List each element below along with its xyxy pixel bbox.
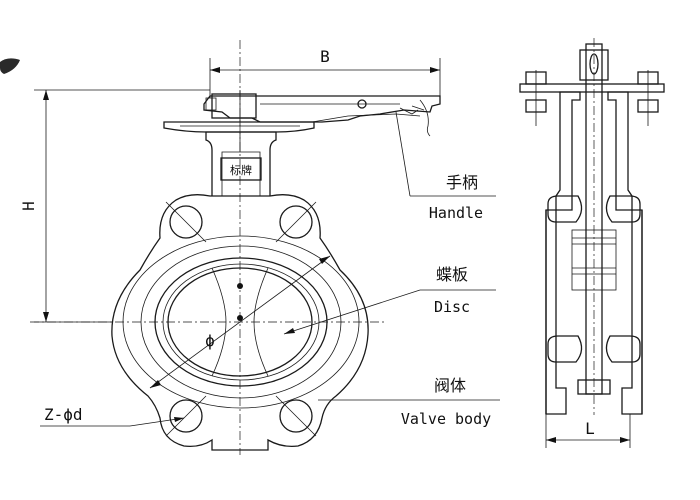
dimension-b-label: B — [320, 47, 330, 66]
callout-disc-en: Disc — [434, 298, 470, 316]
dimension-b: B — [209, 47, 441, 98]
edge-mark — [0, 58, 20, 74]
handle — [203, 90, 441, 137]
dimension-h-label: H — [19, 201, 38, 211]
disc — [167, 267, 313, 377]
callout-disc: 蝶板 Disc — [283, 265, 496, 335]
bolt-hole-bottom-right — [279, 399, 313, 433]
callout-body-en: Valve body — [401, 410, 491, 428]
callout-disc-cn: 蝶板 — [436, 265, 468, 284]
nameplate-box — [220, 157, 262, 181]
callout-handle-en: Handle — [429, 204, 483, 222]
bolt-hole-top-right — [279, 205, 313, 239]
front-view: 标牌 — [30, 40, 441, 455]
bolt-hole-bottom-left — [169, 399, 203, 433]
dimension-bolts-label: Z-ϕd — [44, 405, 83, 424]
callout-body-cn: 阀体 — [434, 376, 466, 395]
dimension-bolts: Z-ϕd — [40, 405, 185, 427]
handle-hub — [211, 93, 257, 119]
side-top-flange — [519, 83, 665, 93]
dimension-l-label: L — [585, 419, 595, 438]
callout-valve-body: 阀体 Valve body — [318, 376, 500, 428]
dimension-phi-label: ϕ — [205, 331, 215, 350]
callout-handle: 手柄 Handle — [395, 111, 496, 222]
stem-top-boss — [579, 49, 609, 81]
dimension-l: L — [545, 414, 631, 448]
valve-body — [111, 194, 369, 451]
callout-handle-cn: 手柄 — [446, 173, 478, 192]
dimension-phi: ϕ — [149, 255, 331, 389]
dimension-h: H — [19, 89, 210, 323]
side-view — [519, 38, 665, 415]
nameplate-label: 标牌 — [230, 163, 252, 177]
valve-neck: 标牌 — [205, 131, 277, 196]
bolt-hole-top-left — [169, 205, 203, 239]
top-flange — [163, 121, 315, 133]
